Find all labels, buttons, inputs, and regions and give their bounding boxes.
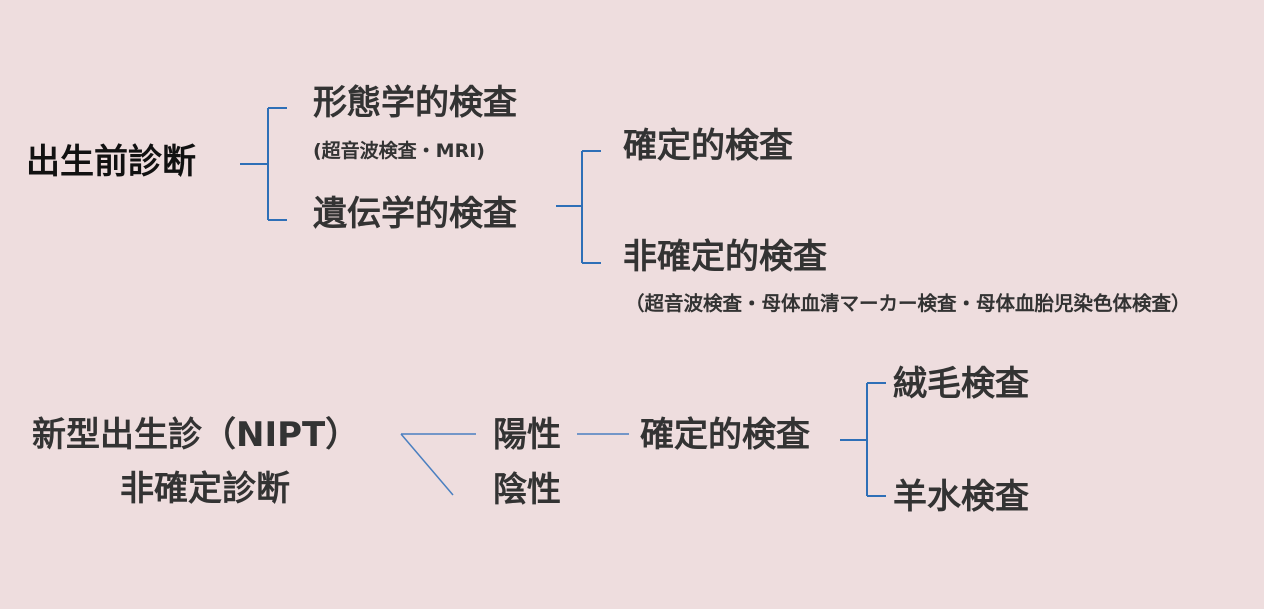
- nipt-title: 新型出生診（NIPT）: [32, 415, 360, 455]
- nondefinitive-exam-note: （超音波検査・母体血清マーカー検査・母体血胎児染色体検査）: [625, 292, 1191, 315]
- negative-result-label: 陰性: [493, 470, 561, 510]
- nipt-definitive-exam-label: 確定的検査: [640, 415, 810, 455]
- positive-result-label: 陽性: [493, 415, 561, 455]
- genetic-exam-label: 遺伝学的検査: [313, 194, 517, 234]
- amniotic-fluid-exam-label: 羊水検査: [893, 477, 1029, 517]
- prenatal-diagnosis-root: 出生前診断: [26, 142, 196, 182]
- definitive-exam-label: 確定的検査: [623, 126, 793, 166]
- chorionic-villus-exam-label: 絨毛検査: [893, 364, 1029, 404]
- nipt-negative-line: [400, 433, 454, 496]
- morphological-exam-note: (超音波検査・MRI): [313, 140, 485, 162]
- nondefinitive-exam-label: 非確定的検査: [623, 237, 827, 277]
- nipt-subtitle: 非確定診断: [120, 469, 290, 509]
- morphological-exam-label: 形態学的検査: [313, 83, 517, 123]
